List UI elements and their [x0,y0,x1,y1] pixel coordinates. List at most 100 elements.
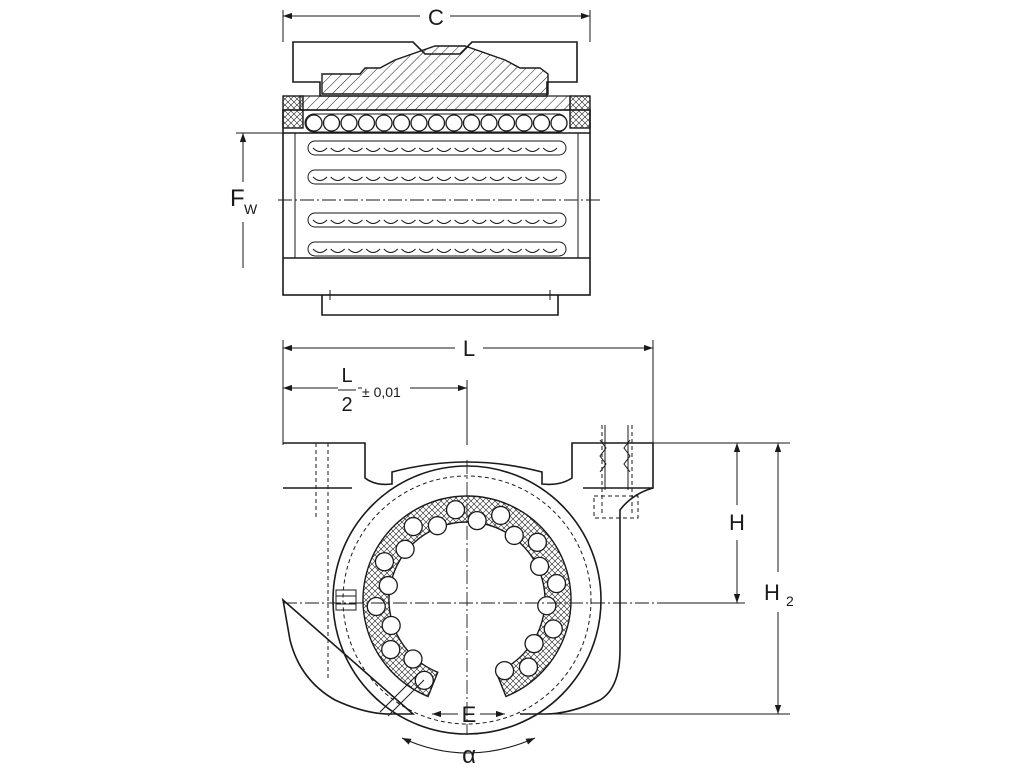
ball-arc [489,219,505,224]
ball-arc [454,219,469,224]
dimension-label-c: C [428,5,444,30]
ball-arc [365,147,381,152]
dimension-label-half-l-tolerance: ± 0,01 [362,384,401,400]
ball [504,525,524,546]
dimension-label-alpha: α [462,742,476,768]
ball-arc [418,248,434,253]
ball-arc [525,176,540,181]
ball-arc [348,176,363,181]
ball-arc [401,176,416,181]
ball-arc [330,147,346,152]
ball-arc [348,147,363,152]
ball [550,114,568,132]
dimension-label-half-l-numerator: L [341,365,352,387]
ball-arc [383,176,399,181]
ball-arc [489,176,505,181]
ball-arc [365,219,381,224]
ball [532,114,551,132]
ball [491,505,511,526]
ball [480,114,498,132]
ball [546,573,567,594]
ball-arc [330,248,346,253]
ball-arc [401,219,416,224]
dimension-label-e: E [462,702,477,727]
ball [403,649,423,669]
ball [305,114,323,132]
ball [524,633,544,654]
ball-arc [454,176,469,181]
ball-arc [471,147,487,152]
ball [381,615,401,636]
ball-arc [330,219,346,224]
ball-arc [418,176,434,181]
ball [515,114,533,132]
dimension-label-h2-subscript: 2 [786,593,794,609]
dimension-label-half-l-denominator: 2 [341,394,352,416]
ball [543,619,563,639]
ball [527,532,548,552]
ball-arc [418,219,434,224]
ball-arc [348,248,363,253]
ball [445,500,466,520]
ball-arc [507,176,523,181]
ball-track [307,212,567,228]
ball-arc [312,147,328,152]
ball [467,510,487,531]
ball-track [307,241,567,257]
ball-arc [436,176,452,181]
ball-arc [330,176,346,181]
ball-arc [401,147,416,152]
ball [537,596,557,616]
ball-arc [312,248,328,253]
dimension-label-l: L [463,336,475,361]
ball [494,660,515,681]
ball [392,114,411,132]
ball [381,639,401,660]
ball-arc [348,219,363,224]
ball-arc [525,248,540,253]
dimension-label-fw: F [230,185,245,212]
ball [462,114,481,132]
front-view [281,340,790,754]
ball [529,556,550,577]
ball [403,516,423,537]
ball-arc [401,248,416,253]
ball-arc [436,147,452,152]
ball-arc [471,176,487,181]
ball [378,575,398,596]
ball-arc [542,176,558,181]
dimension-label-h2: H [764,580,780,605]
ball-arc [471,219,487,224]
ball-arc [507,147,523,152]
ball-arc [436,248,452,253]
ball-arc [525,147,540,152]
ball [518,657,539,677]
ball [427,516,448,536]
ball [497,114,516,132]
ball [410,114,428,132]
ball [340,114,358,132]
ball-track [307,169,567,185]
ball [375,114,393,132]
ball-arc [418,147,434,152]
ball-arc [542,147,558,152]
ball-arc [542,248,558,253]
ball-arc [507,248,523,253]
ball-arc [383,219,399,224]
ball-arc [365,248,381,253]
ball [374,552,395,572]
ball-arc [471,248,487,253]
ball-arc [365,176,381,181]
ball [322,114,341,132]
ball-track [307,140,567,156]
ball-arc [489,147,505,152]
dimension-label-h: H [729,510,745,535]
ball-arc [454,147,469,152]
ball-arc [542,219,558,224]
ball-arc [525,219,540,224]
ball-arc [507,219,523,224]
ball-arc [312,176,328,181]
ball-arc [383,147,399,152]
ball [427,114,446,132]
